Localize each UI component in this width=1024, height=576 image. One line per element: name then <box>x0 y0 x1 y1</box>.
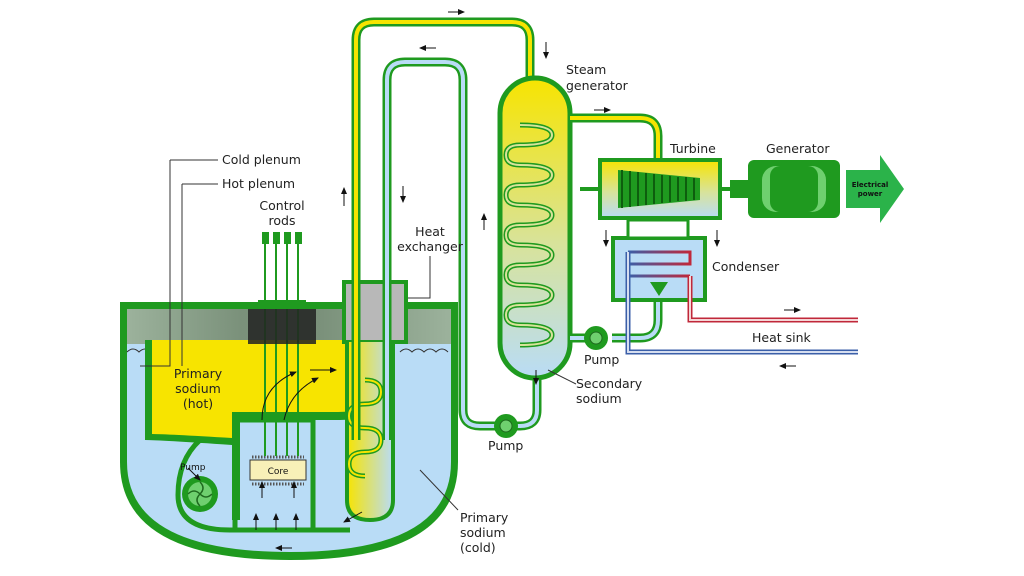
heat-sink-pipes <box>625 252 858 355</box>
steam-generator <box>497 75 573 381</box>
hot-plenum <box>145 340 390 520</box>
pump-primary-label: Pump <box>180 463 206 473</box>
electrical-power-label-2: power <box>858 190 883 198</box>
control-rods-label-1: Control <box>259 198 304 213</box>
secondary-loop <box>351 17 542 440</box>
steam-generator-label-2: generator <box>566 78 629 93</box>
heat-sink-label: Heat sink <box>752 330 812 345</box>
secondary-sodium-label-1: Secondary <box>576 376 643 391</box>
primary-hot-label-2: sodium <box>175 381 221 396</box>
core-label: Core <box>268 467 289 477</box>
generator <box>730 160 840 218</box>
turbine <box>580 158 748 220</box>
primary-hot-label-3: (hot) <box>183 396 213 411</box>
electrical-power-arrow: Electrical power <box>846 155 904 223</box>
cold-plenum-label: Cold plenum <box>222 152 301 167</box>
electrical-power-label-1: Electrical <box>852 181 889 189</box>
secondary-pump <box>494 414 518 438</box>
hot-plenum-label: Hot plenum <box>222 176 295 191</box>
primary-hot-label-1: Primary <box>174 366 223 381</box>
primary-cold-label-1: Primary <box>460 510 509 525</box>
steam-line <box>570 113 663 350</box>
labels: Cold plenum Hot plenum Control rods Heat… <box>140 62 830 555</box>
pump-steam-label: Pump <box>584 352 619 367</box>
generator-label: Generator <box>766 141 830 156</box>
heat-exchanger-label-1: Heat <box>415 224 445 239</box>
turbine-label: Turbine <box>669 141 716 156</box>
primary-pump: Pump <box>175 438 350 533</box>
condenser-label: Condenser <box>712 259 780 274</box>
heat-exchanger-label-2: exchanger <box>397 239 464 254</box>
primary-cold-label-2: sodium <box>460 525 506 540</box>
flow-arrows <box>187 9 801 551</box>
steam-generator-label-1: Steam <box>566 62 606 77</box>
control-rods <box>248 232 316 456</box>
control-rods-label-2: rods <box>269 213 296 228</box>
primary-cold-label-3: (cold) <box>460 540 496 555</box>
secondary-sodium-label-2: sodium <box>576 391 622 406</box>
pump-secondary-label: Pump <box>488 438 523 453</box>
